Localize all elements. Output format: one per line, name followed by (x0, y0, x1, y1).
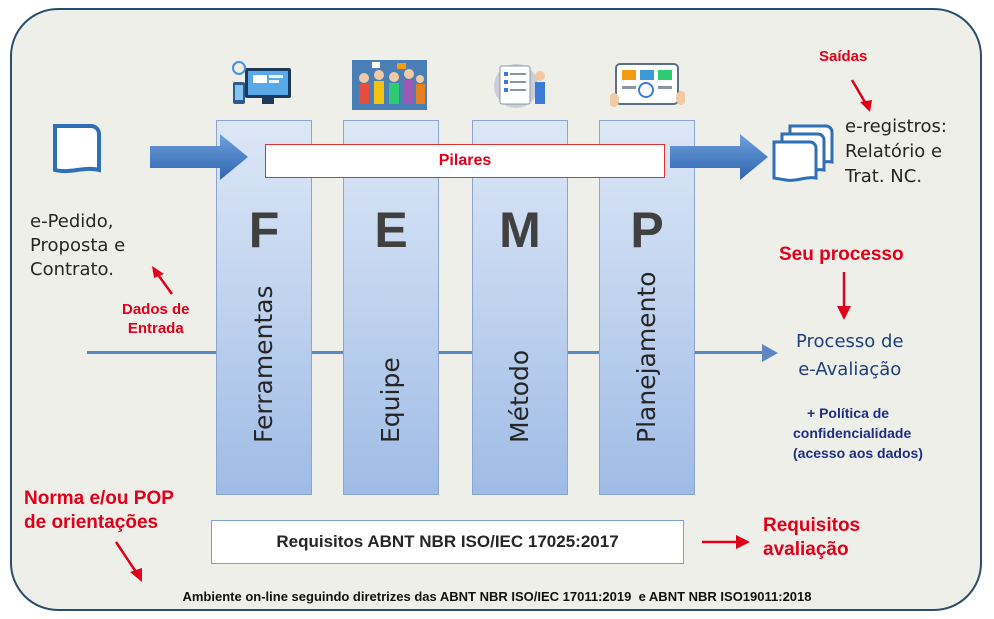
process-name-line: Processo de (796, 331, 904, 352)
pillar-planejamento: P Planejamento (599, 120, 695, 495)
footer-note: Ambiente on-line seguindo diretrizes das… (182, 589, 812, 604)
input-data-line: Entrada (127, 320, 184, 337)
pillar-letter: F (248, 202, 280, 258)
policy-line: (acesso aos dados) (793, 445, 923, 461)
requirements-label-line: avaliação (763, 539, 849, 560)
input-document-icon (53, 124, 101, 174)
input-line: Contrato. (30, 259, 114, 280)
process-callout-arrow (837, 272, 851, 320)
input-line: Proposta e (30, 235, 126, 256)
input-documents-label: e-Pedido, Proposta e Contrato. (30, 210, 125, 282)
norm-line: Norma e/ou POP (24, 488, 174, 509)
pillar-name: Planejamento (632, 271, 661, 443)
input-callout-arrow (152, 266, 174, 295)
outputs-callout-arrow (850, 79, 872, 112)
requirements-box: Requisitos ABNT NBR ISO/IEC 17025:2017 (211, 520, 684, 564)
process-name: Processo de e-Avaliação (796, 328, 904, 384)
policy-line: + Política de (807, 405, 890, 421)
pillars-banner: Pilares (265, 144, 665, 178)
input-big-arrow (150, 134, 248, 180)
pillar-ferramentas: F Ferramentas (216, 120, 312, 495)
process-callout: Seu processo (779, 244, 904, 265)
output-line: Relatório e (845, 141, 943, 162)
pillar-name: Ferramentas (249, 285, 278, 443)
requirements-label: Requisitos avaliação (763, 514, 860, 562)
norm-callout-arrow (114, 541, 142, 582)
computer-tools-icon (232, 61, 291, 104)
pillar-equipe: E Equipe (343, 120, 439, 495)
policy-line: confidencialidade (793, 425, 912, 441)
output-records-label: e-registros: Relatório e Trat. NC. (845, 114, 947, 189)
output-documents-icon (772, 124, 834, 182)
pillar-name: Equipe (376, 357, 405, 443)
confidentiality-policy: + Política de confidencialidade (acesso … (793, 403, 923, 463)
input-data-label: Dados de Entrada (122, 300, 190, 338)
norm-label: Norma e/ou POP de orientações (24, 487, 174, 535)
pillar-letter: E (374, 202, 408, 258)
outputs-title: Saídas (819, 48, 868, 65)
output-line: e-registros: (845, 116, 947, 137)
pillar-letter: P (630, 202, 664, 258)
team-people-icon (352, 60, 427, 110)
pillar-metodo: M Método (472, 120, 568, 495)
checklist-method-icon (494, 64, 545, 108)
output-line: Trat. NC. (845, 166, 923, 187)
planning-board-icon (610, 63, 685, 107)
norm-line: de orientações (24, 512, 159, 533)
output-big-arrow (670, 134, 768, 180)
requirements-callout-arrow (702, 535, 750, 549)
process-flow-arrowhead (762, 344, 778, 362)
requirements-label-line: Requisitos (763, 515, 861, 536)
pillar-name: Método (505, 349, 534, 443)
input-data-line: Dados de (122, 301, 190, 318)
process-name-line: e-Avaliação (798, 359, 902, 380)
input-line: e-Pedido, (30, 211, 114, 232)
pillar-letter: M (499, 202, 541, 258)
